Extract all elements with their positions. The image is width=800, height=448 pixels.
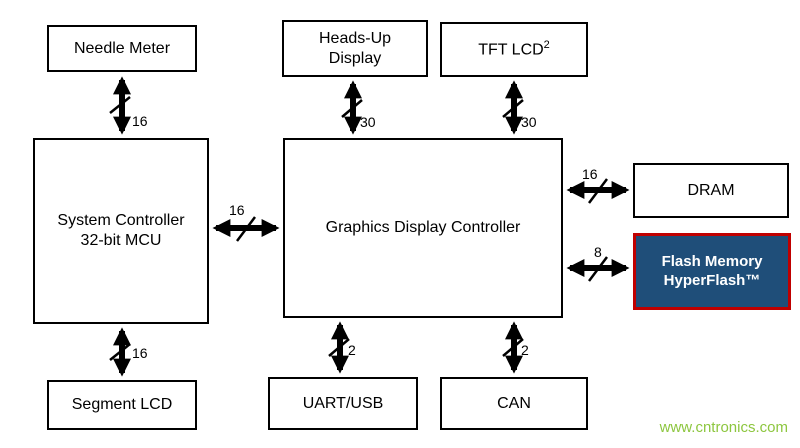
- system-controller-label-line2: 32-bit MCU: [80, 232, 162, 249]
- arrow-uart-usb: 2: [328, 321, 356, 374]
- bus-width-label: 16: [582, 166, 598, 182]
- node-tft-lcd: TFT LCD2: [440, 22, 588, 77]
- arrow-tft-lcd: 30: [502, 80, 537, 135]
- bus-width-label: 2: [521, 342, 529, 358]
- can-label: CAN: [497, 394, 531, 412]
- arrow-heads-up-display: 30: [341, 80, 376, 135]
- node-needle-meter: Needle Meter: [47, 25, 197, 72]
- node-uart-usb: UART/USB: [268, 377, 418, 430]
- bus-width-label: 16: [132, 113, 148, 129]
- arrow-can: 2: [502, 321, 529, 374]
- node-can: CAN: [440, 377, 588, 430]
- bus-width-label: 2: [348, 342, 356, 358]
- tft-lcd-text: TFT LCD: [478, 41, 544, 59]
- node-flash-memory: Flash Memory HyperFlash™: [633, 233, 791, 310]
- system-controller-label-line1: System Controller: [57, 212, 185, 229]
- bus-width-label: 30: [360, 114, 376, 130]
- arrow-gdc-to-dram: 16: [566, 166, 630, 204]
- needle-meter-label: Needle Meter: [73, 39, 171, 57]
- node-heads-up-display: Heads-Up Display: [282, 20, 428, 77]
- flash-memory-label-line2: HyperFlash™: [663, 271, 761, 289]
- uart-usb-label: UART/USB: [302, 394, 384, 412]
- dram-label: DRAM: [687, 181, 735, 199]
- graphics-display-controller-label: Graphics Display Controller: [325, 219, 521, 236]
- bus-width-label: 16: [132, 345, 148, 361]
- tft-lcd-superscript: 2: [543, 38, 550, 51]
- node-system-controller: System Controller 32-bit MCU: [33, 138, 209, 324]
- node-segment-lcd: Segment LCD: [47, 380, 197, 430]
- arrow-gdc-to-flash: 8: [566, 244, 630, 282]
- arrow-system-to-gdc: 16: [212, 202, 280, 242]
- watermark-text: www.cntronics.com: [659, 419, 788, 436]
- bus-width-label: 8: [594, 244, 602, 260]
- node-graphics-display-controller: Graphics Display Controller: [283, 138, 563, 318]
- bus-width-label: 16: [229, 202, 245, 218]
- tft-lcd-label: TFT LCD2: [478, 39, 550, 60]
- flash-memory-label-line1: Flash Memory: [661, 252, 763, 270]
- node-dram: DRAM: [633, 163, 789, 218]
- arrow-needle-meter: 16: [109, 76, 148, 135]
- arrow-segment-lcd: 16: [109, 327, 148, 377]
- bus-width-label: 30: [521, 114, 537, 130]
- segment-lcd-label: Segment LCD: [71, 396, 173, 413]
- heads-up-display-label: Heads-Up Display: [318, 29, 392, 67]
